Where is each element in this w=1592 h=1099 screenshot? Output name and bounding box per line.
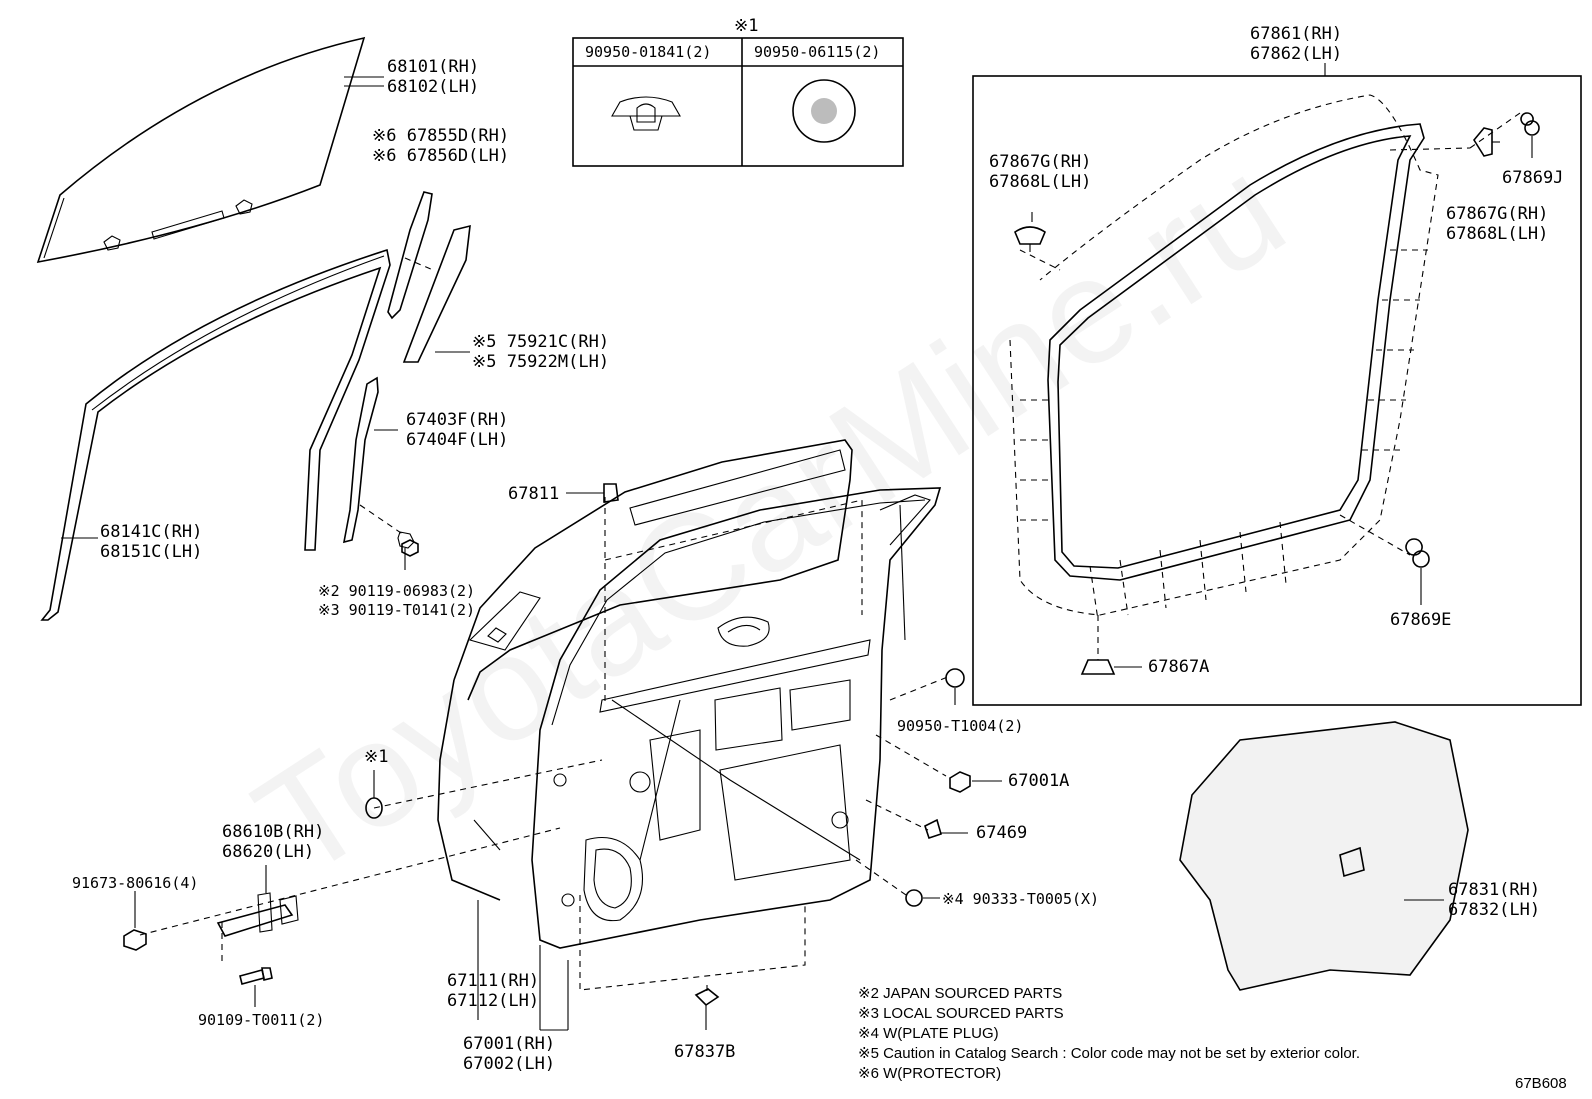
label-75921-line1: ※5 75921C(RH) bbox=[472, 332, 610, 352]
label-67469: 67469 bbox=[976, 823, 1028, 843]
service-hole-cover bbox=[1179, 721, 1469, 991]
label-68101-line2: 68102(LH) bbox=[387, 77, 480, 97]
label-67867a: 67867A bbox=[1148, 657, 1210, 677]
label-90333: ※4 90333-T0005(X) bbox=[942, 890, 1100, 908]
weatherstrip-inset bbox=[972, 63, 1582, 706]
label-67403-line2: 67404F(LH) bbox=[406, 430, 509, 450]
label-67001-line2: 67002(LH) bbox=[463, 1054, 556, 1074]
door-dashed-links bbox=[139, 497, 951, 995]
label-67111-line2: 67112(LH) bbox=[447, 991, 540, 1011]
small-parts bbox=[123, 483, 1002, 1030]
label-90109: 90109-T0011(2) bbox=[198, 1011, 325, 1029]
label-67861-line2: 67862(LH) bbox=[1250, 44, 1343, 64]
inset-col2-part: 90950-06115(2) bbox=[754, 43, 881, 61]
callout-brackets bbox=[477, 945, 569, 1031]
label-91673: 91673-80616(4) bbox=[72, 874, 199, 892]
label-75921-line2: ※5 75922M(LH) bbox=[472, 352, 610, 372]
label-67001a: 67001A bbox=[1008, 771, 1070, 791]
label-67403-line1: 67403F(RH) bbox=[406, 410, 509, 430]
label-67861-line1: 67861(RH) bbox=[1250, 24, 1343, 44]
label-67837b: 67837B bbox=[674, 1042, 736, 1062]
label-68141-line2: 68151C(LH) bbox=[100, 542, 203, 562]
label-67855-line2: ※6 67856D(LH) bbox=[372, 146, 510, 166]
label-67869e: 67869E bbox=[1390, 610, 1452, 630]
note-5: ※5 Caution in Catalog Search : Color cod… bbox=[858, 1045, 1360, 1062]
label-67867g-right-line1: 67867G(RH) bbox=[1446, 204, 1549, 224]
inset-col1-part: 90950-01841(2) bbox=[585, 43, 712, 61]
label-67111-line1: 67111(RH) bbox=[447, 971, 540, 991]
label-67869j: 67869J bbox=[1502, 168, 1564, 188]
label-mark1: ※1 bbox=[364, 747, 389, 767]
note-2: ※2 JAPAN SOURCED PARTS bbox=[858, 985, 1063, 1002]
footer-code: 67B608 bbox=[1515, 1075, 1567, 1092]
label-68610-line2: 68620(LH) bbox=[222, 842, 315, 862]
door-glass bbox=[36, 36, 384, 264]
note-3: ※3 LOCAL SOURCED PARTS bbox=[858, 1005, 1064, 1022]
label-68610-line1: 68610B(RH) bbox=[222, 822, 325, 842]
door-outer-panel bbox=[437, 439, 853, 1005]
inset-table-frame bbox=[572, 37, 904, 167]
label-67867g-left-line1: 67867G(RH) bbox=[989, 152, 1092, 172]
label-67831-line1: 67831(RH) bbox=[1448, 880, 1541, 900]
label-90119-line1: ※2 90119-06983(2) bbox=[318, 582, 476, 600]
label-68101-line1: 68101(RH) bbox=[387, 57, 480, 77]
label-67811: 67811 bbox=[508, 484, 560, 504]
division-bar bbox=[342, 376, 415, 570]
label-68141-line1: 68141C(RH) bbox=[100, 522, 203, 542]
door-inner-panel bbox=[531, 487, 942, 949]
label-67001-line1: 67001(RH) bbox=[463, 1034, 556, 1054]
label-67855-line1: ※6 67855D(RH) bbox=[372, 126, 510, 146]
label-67867g-right-line2: 67868L(LH) bbox=[1446, 224, 1549, 244]
label-90950-t1004: 90950-T1004(2) bbox=[897, 717, 1024, 735]
glass-run-channel bbox=[40, 248, 391, 621]
label-67831-line2: 67832(LH) bbox=[1448, 900, 1541, 920]
note-6: ※6 W(PROTECTOR) bbox=[858, 1065, 1002, 1082]
pillar-garnish bbox=[387, 191, 471, 363]
inset-marker: ※1 bbox=[734, 16, 759, 36]
label-67867g-left-line2: 67868L(LH) bbox=[989, 172, 1092, 192]
note-4: ※4 W(PLATE PLUG) bbox=[858, 1025, 999, 1042]
label-90119-line2: ※3 90119-T0141(2) bbox=[318, 601, 476, 619]
